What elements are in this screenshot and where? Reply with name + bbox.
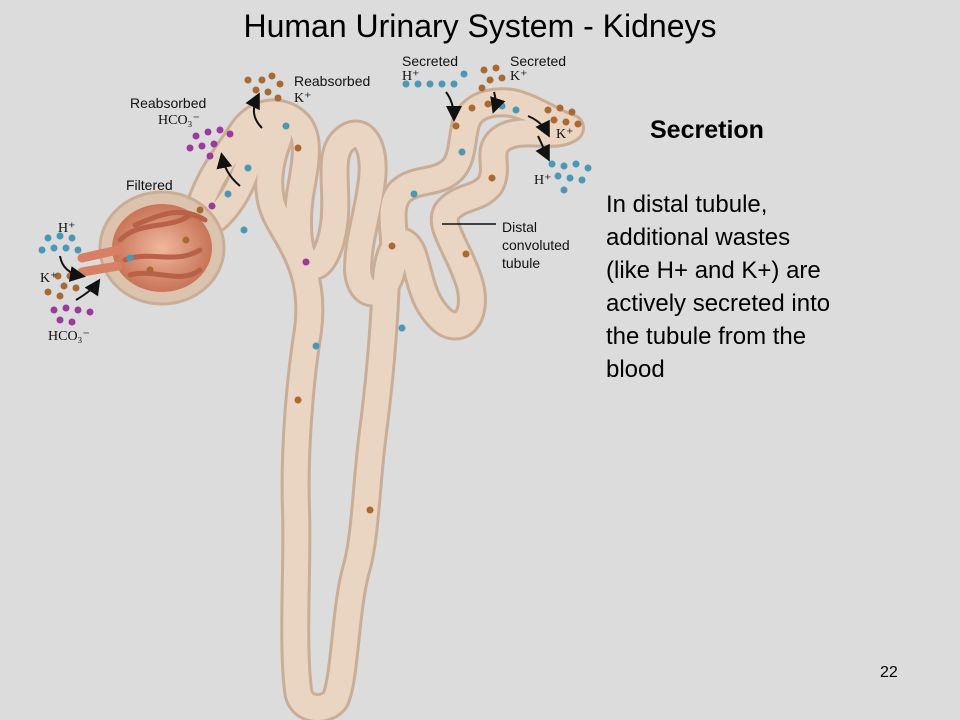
label-reabsorbed-k-ion: K⁺ [294,91,312,106]
page-number: 22 [880,664,898,681]
slide-title: Human Urinary System - Kidneys [243,8,717,44]
label-secreted-k: Secreted [510,53,566,69]
label-filtered-h: H⁺ [58,221,76,236]
filtered-hco3-cluster [50,304,94,326]
label-filtered-hco3: HCO₃⁻ [48,329,90,344]
label-secreted-h-ion: H⁺ [402,69,420,84]
label-secreted-k-ion: K⁺ [510,69,528,84]
body-line: additional wastes [606,224,791,251]
glomerulus [77,190,226,306]
blood-h-cluster [548,160,592,194]
label-distal-3: tubule [502,255,540,271]
body-line: the tubule from the [606,323,807,350]
filtered-h-cluster [38,232,82,254]
label-filtered: Filtered [126,177,173,193]
label-secreted-h: Secreted [402,53,458,69]
body-line: In distal tubule, [606,191,768,218]
transport-arrows [59,91,550,301]
label-reabsorbed-hco3-ion: HCO₃⁻ [158,113,200,128]
blood-k-cluster [544,104,582,128]
label-reabsorbed-k: Reabsorbed [294,73,370,89]
body-text: In distal tubule, additional wastes (lik… [606,188,916,386]
label-distal-1: Distal [502,219,537,235]
label-blood-k: K⁺ [556,127,574,142]
label-distal-2: convoluted [502,237,570,253]
label-reabsorbed-hco3: Reabsorbed [130,95,206,111]
reabsorbed-k-cluster [244,72,284,102]
secreted-h-cluster [402,70,468,88]
body-line: (like H+ and K+) are [606,257,821,284]
section-heading: Secretion [650,116,764,144]
reabsorbed-hco3-cluster [186,126,234,160]
filtered-k-cluster [44,272,80,300]
secreted-k-cluster [478,64,506,92]
body-line: actively secreted into [606,290,831,317]
label-filtered-k: K⁺ [40,271,58,286]
label-blood-h: H⁺ [534,173,552,188]
body-line: blood [606,356,665,383]
